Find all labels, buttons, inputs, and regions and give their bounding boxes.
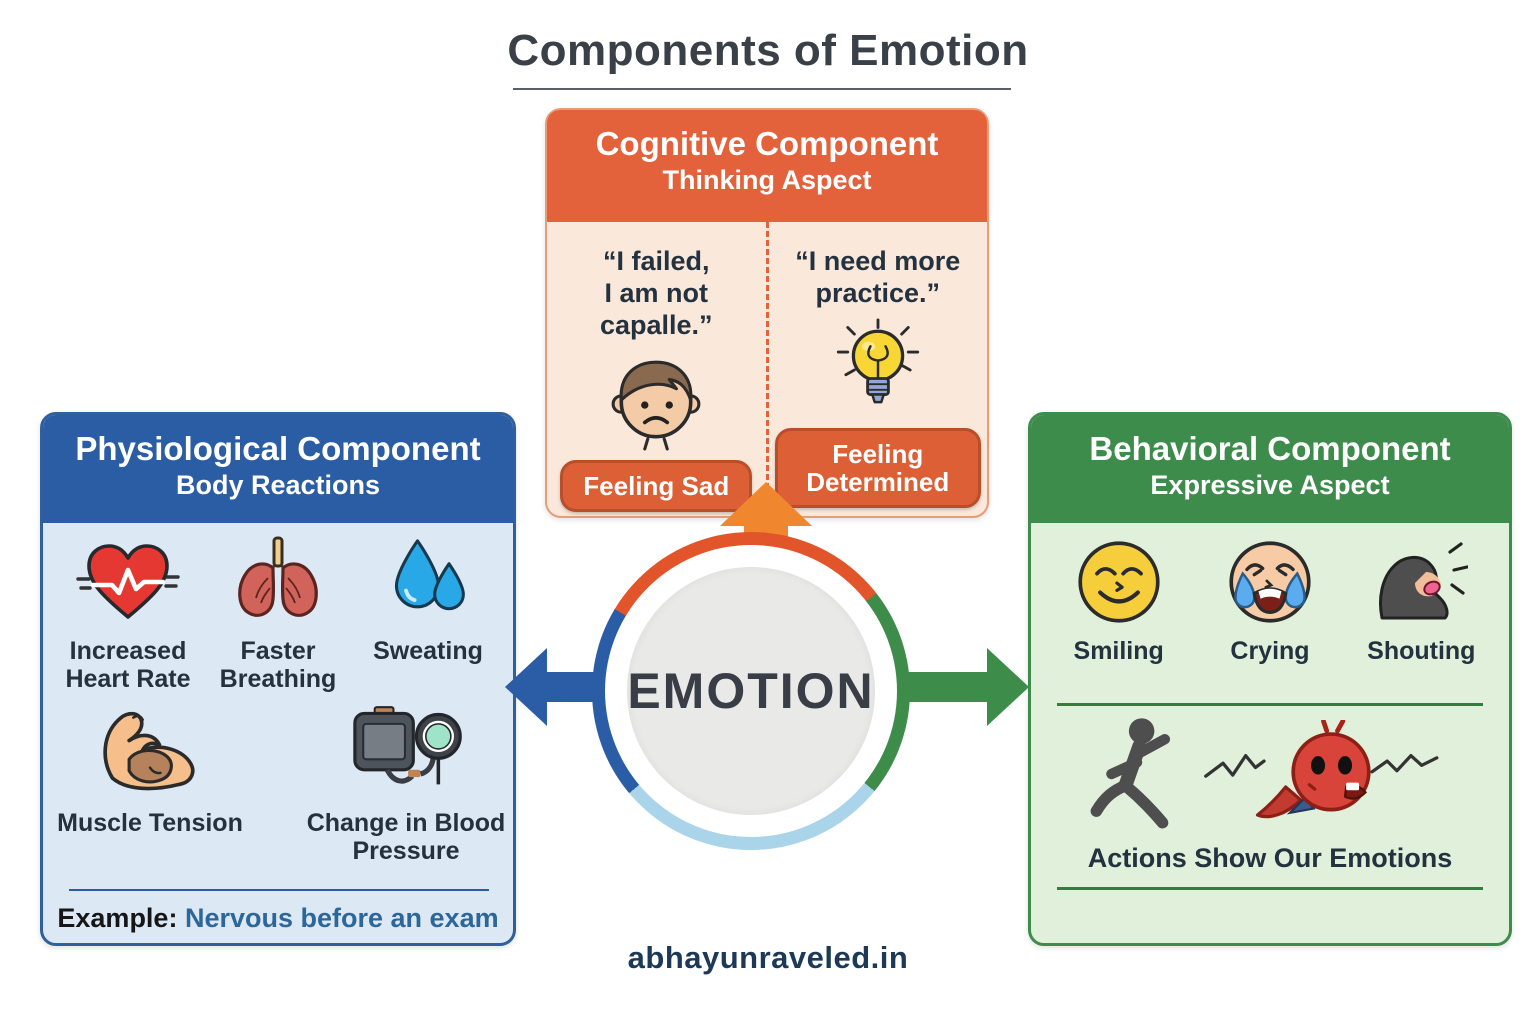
blood-pressure-monitor-icon: [347, 703, 465, 799]
physiological-row-1: Increased Heart Rate Faster Breathing: [53, 531, 503, 693]
sweat-drops-icon: [385, 531, 471, 627]
lungs-icon: [228, 531, 328, 627]
shouting-person-icon: [1374, 531, 1469, 627]
cognitive-title: Cognitive Component: [595, 125, 939, 162]
lightbulb-icon: [832, 318, 924, 422]
physiological-title: Physiological Component: [75, 430, 481, 467]
list-item-label: Change in Blood Pressure: [306, 809, 506, 865]
cognitive-column-negative: “I failed, I am not capalle.”: [547, 222, 769, 516]
list-item-label: Muscle Tension: [57, 809, 243, 837]
physiological-row-2: Muscle Tension: [43, 703, 513, 865]
emotion-ring-gap: EMOTION: [605, 545, 897, 837]
list-item-label: Shouting: [1367, 637, 1476, 665]
list-item: Change in Blood Pressure: [301, 703, 511, 865]
arrow-to-physiological: [505, 648, 623, 726]
smiling-face-icon: [1075, 531, 1163, 627]
behavioral-row-1: Smiling Crying: [1043, 531, 1497, 665]
list-item: Muscle Tension: [45, 703, 255, 865]
list-item-label: Crying: [1230, 637, 1310, 665]
behavioral-caption: Actions Show Our Emotions: [1087, 843, 1453, 873]
list-item-label: Sweating: [373, 637, 483, 665]
arrow-to-behavioral: [905, 648, 1029, 726]
cognitive-subtitle: Thinking Aspect: [662, 165, 872, 196]
feeling-determined-badge: Feeling Determined: [774, 427, 981, 508]
list-item: Sweating: [353, 531, 503, 693]
physiological-subtitle: Body Reactions: [175, 470, 381, 501]
muscle-arm-icon: [91, 703, 209, 799]
list-item: Faster Breathing: [203, 531, 353, 693]
emotion-label: EMOTION: [627, 663, 875, 719]
list-item: Shouting: [1346, 531, 1497, 665]
cognitive-column-positive: “I need more practice.” Feeling Determin…: [769, 222, 988, 516]
example-line: Example: Nervous before an exam: [43, 903, 513, 934]
watermark: abhayunraveled.in: [627, 940, 909, 975]
list-item-label: Increased Heart Rate: [65, 637, 191, 693]
emotion-ring: EMOTION: [592, 532, 910, 850]
cognitive-body: “I failed, I am not capalle.”: [547, 222, 987, 516]
physiological-panel: Physiological Component Body Reactions I…: [40, 412, 516, 946]
sad-face-icon: [607, 350, 705, 454]
list-item-label: Faster Breathing: [219, 637, 337, 693]
physiological-header: Physiological Component Body Reactions: [43, 415, 513, 523]
title-underline: [513, 88, 1011, 90]
crying-face-icon: [1226, 531, 1314, 627]
example-text: Nervous before an exam: [184, 903, 499, 933]
list-item: Crying: [1194, 531, 1345, 665]
list-item-label: Smiling: [1073, 637, 1164, 665]
list-item: Smiling: [1043, 531, 1194, 665]
cognitive-panel: Cognitive Component Thinking Aspect “I f…: [545, 108, 989, 518]
positive-quote: “I need more practice.”: [795, 246, 961, 308]
behavioral-row-2: [1031, 715, 1509, 833]
behavioral-panel: Behavioral Component Expressive Aspect S…: [1028, 412, 1512, 946]
angry-figure-icon: [1201, 720, 1461, 828]
negative-quote: “I failed, I am not capalle.”: [599, 246, 713, 340]
example-label: Example:: [57, 903, 178, 933]
behavioral-divider-bottom: [1057, 887, 1483, 890]
behavioral-title: Behavioral Component: [1089, 430, 1451, 467]
behavioral-header: Behavioral Component Expressive Aspect: [1031, 415, 1509, 523]
feeling-sad-badge: Feeling Sad: [560, 459, 753, 512]
physiological-divider: [69, 889, 489, 891]
page-title: Components of Emotion: [507, 26, 1029, 75]
heart-rate-icon: [76, 531, 180, 627]
behavioral-divider-top: [1057, 703, 1483, 706]
list-item: Increased Heart Rate: [53, 531, 203, 693]
emotion-circle: EMOTION: [627, 567, 875, 815]
behavioral-subtitle: Expressive Aspect: [1150, 470, 1390, 501]
cognitive-header: Cognitive Component Thinking Aspect: [547, 110, 987, 222]
running-person-icon: [1079, 715, 1195, 833]
